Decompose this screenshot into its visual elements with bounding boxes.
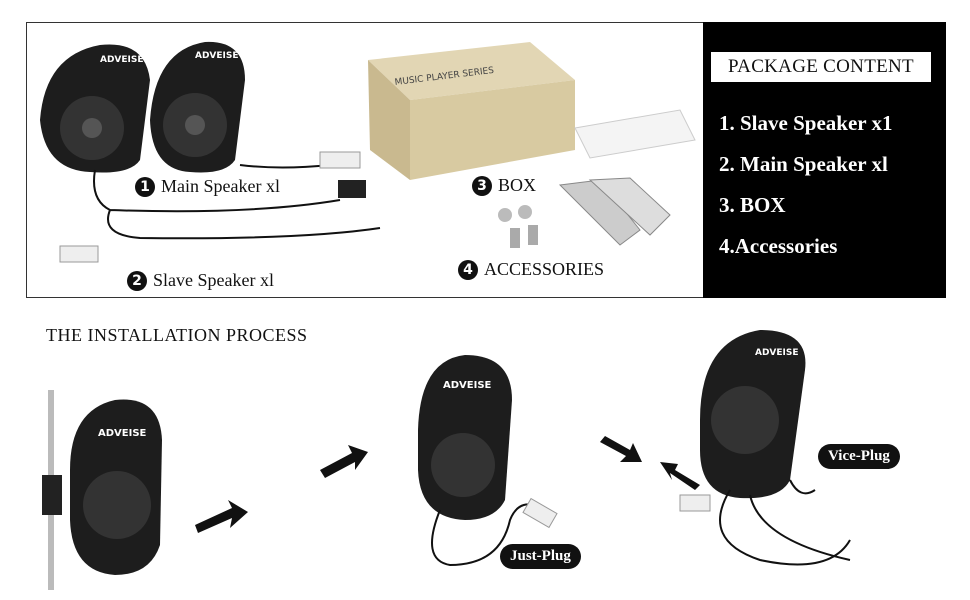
package-item: 2. Main Speaker xl [719, 152, 888, 176]
installation-title: THE INSTALLATION PROCESS [46, 325, 308, 345]
brand-logo: ADVEISE [195, 51, 239, 61]
speaker-slave-image [40, 44, 150, 173]
package-content-heading: PACKAGE CONTENT [711, 52, 931, 82]
brand-logo: ADVEISE [98, 428, 147, 439]
package-item: 4.Accessories [719, 234, 838, 258]
brand-logo: ADVEISE [443, 380, 492, 391]
speaker-main-image [150, 41, 245, 173]
arrow-left-icon [600, 436, 700, 490]
package-content-panel: PACKAGE CONTENT 1. Slave Speaker x1 2. M… [703, 22, 946, 298]
brand-logo: ADVEISE [100, 55, 144, 65]
brand-logo: ADVEISE [755, 348, 799, 358]
package-item: 1. Slave Speaker x1 [719, 111, 893, 135]
vice-plug-badge: Vice-Plug [818, 444, 900, 469]
package-item: 3. BOX [719, 193, 786, 217]
arrow-right-icon [195, 445, 368, 533]
just-plug-badge: Just-Plug [500, 544, 581, 569]
